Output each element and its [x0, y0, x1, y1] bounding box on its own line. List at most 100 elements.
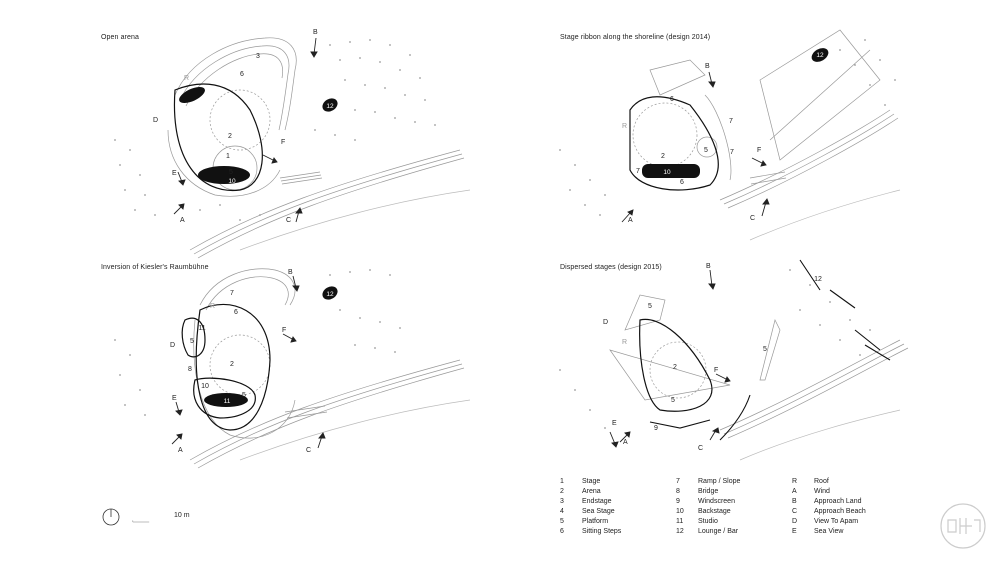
diagram-inversion: B F D E A C R 7 6 11 5 2 8 10 5 11 12 [114, 268, 471, 469]
legend-label: Wind [814, 488, 830, 495]
legend-code: B [792, 498, 797, 505]
legend-label: Backstage [698, 508, 731, 515]
label-b: B [705, 63, 710, 70]
legend-code: 6 [560, 528, 564, 535]
lounge-shape [322, 98, 338, 112]
label-12: 12 [814, 276, 822, 283]
label-d: D [153, 117, 158, 124]
label-r: R [210, 303, 215, 310]
label-7c: 7 [636, 168, 640, 175]
legend-code: 4 [560, 508, 564, 515]
legend-code: A [792, 488, 797, 495]
legend-label: Bridge [698, 488, 719, 495]
label-e: E [612, 420, 617, 427]
label-f: F [714, 367, 718, 374]
label-11b: 11 [224, 398, 231, 405]
label-7b: 7 [730, 149, 734, 156]
legend-code: 2 [560, 488, 564, 495]
lounge-shape [322, 286, 338, 300]
label-5: 5 [648, 303, 652, 310]
label-6: 6 [240, 71, 244, 78]
legend-label: Platform [582, 518, 609, 525]
label-11: 11 [198, 325, 205, 332]
legend-code: D [792, 518, 798, 525]
panel-title-open-arena: Open arena [101, 34, 139, 41]
legend-label: Windscreen [698, 498, 735, 505]
label-r: R [622, 123, 627, 130]
diagram-stage-ribbon: B F A C R 6 7 7 5 2 7 10 6 12 [559, 29, 901, 241]
legend-label: View To Apam [814, 518, 859, 525]
label-b: B [706, 263, 711, 270]
label-c: C [750, 215, 755, 222]
legend-label: Roof [814, 478, 829, 485]
label-12: 12 [326, 291, 334, 298]
panel-title-dispersed: Dispersed stages (design 2015) [560, 264, 662, 271]
label-9: 9 [654, 425, 658, 432]
legend-code: 3 [560, 498, 564, 505]
legend-label: Approach Beach [814, 508, 866, 515]
label-2: 2 [673, 364, 677, 371]
label-b: B [313, 29, 318, 36]
label-a: A [180, 217, 185, 224]
legend-label: Endstage [582, 498, 612, 505]
label-f: F [281, 139, 285, 146]
label-10: 10 [228, 178, 236, 185]
lounge-shape [811, 48, 829, 62]
label-a: A [628, 217, 633, 224]
scale-bar [132, 520, 150, 523]
legend-code: 7 [676, 478, 680, 485]
label-5b: 5 [671, 397, 675, 404]
legend-code: 12 [676, 528, 684, 535]
legend-code: 1 [560, 478, 564, 485]
label-e: E [172, 170, 177, 177]
diagram-open-arena: B F D E A C R 3 6 2 1 5 10 12 [114, 29, 471, 259]
legend-label: Approach Land [814, 498, 862, 505]
label-c: C [286, 217, 291, 224]
label-10: 10 [663, 169, 671, 176]
label-7: 7 [230, 290, 234, 297]
label-12: 12 [326, 103, 334, 110]
label-d: D [603, 319, 608, 326]
label-5: 5 [229, 169, 233, 176]
roof-shape [179, 86, 205, 104]
legend-code: C [792, 508, 798, 515]
legend-label: Studio [698, 518, 718, 525]
label-f: F [282, 327, 286, 334]
label-r: R [184, 75, 189, 82]
legend-code: 10 [676, 508, 684, 515]
label-10: 10 [201, 383, 209, 390]
label-f: F [757, 147, 761, 154]
studio-shape [204, 393, 248, 407]
label-12: 12 [816, 52, 824, 59]
label-c: C [306, 447, 311, 454]
legend-code: E [792, 528, 797, 535]
legend-code: R [792, 478, 798, 485]
legend-label: Sea View [814, 528, 844, 535]
label-5: 5 [704, 147, 708, 154]
label-d: D [170, 342, 175, 349]
label-6: 6 [670, 96, 674, 103]
diagram-dispersed: B F D E A C R 5 2 5 5 12 9 [559, 259, 909, 461]
legend-code: 11 [676, 518, 684, 525]
label-6b: 6 [680, 179, 684, 186]
north-arrow-icon [102, 508, 120, 526]
label-5b: 5 [242, 392, 246, 399]
label-2: 2 [230, 361, 234, 368]
watermark-logo-icon [940, 503, 986, 549]
legend-label: Arena [582, 488, 601, 495]
label-2: 2 [228, 133, 232, 140]
legend-label: Ramp / Slope [698, 478, 741, 485]
label-e: E [172, 395, 177, 402]
panel-title-stage-ribbon: Stage ribbon along the shoreline (design… [560, 34, 711, 41]
label-3: 3 [256, 53, 260, 60]
label-1: 1 [226, 153, 230, 160]
label-b: B [288, 269, 293, 276]
legend-code: 5 [560, 518, 564, 525]
label-7: 7 [729, 118, 733, 125]
label-5c: 5 [763, 346, 767, 353]
label-8: 8 [188, 366, 192, 373]
legend-label: Stage [582, 478, 601, 485]
label-c: C [698, 445, 703, 452]
label-5: 5 [190, 338, 194, 345]
legend-label: Sitting Steps [582, 528, 622, 535]
